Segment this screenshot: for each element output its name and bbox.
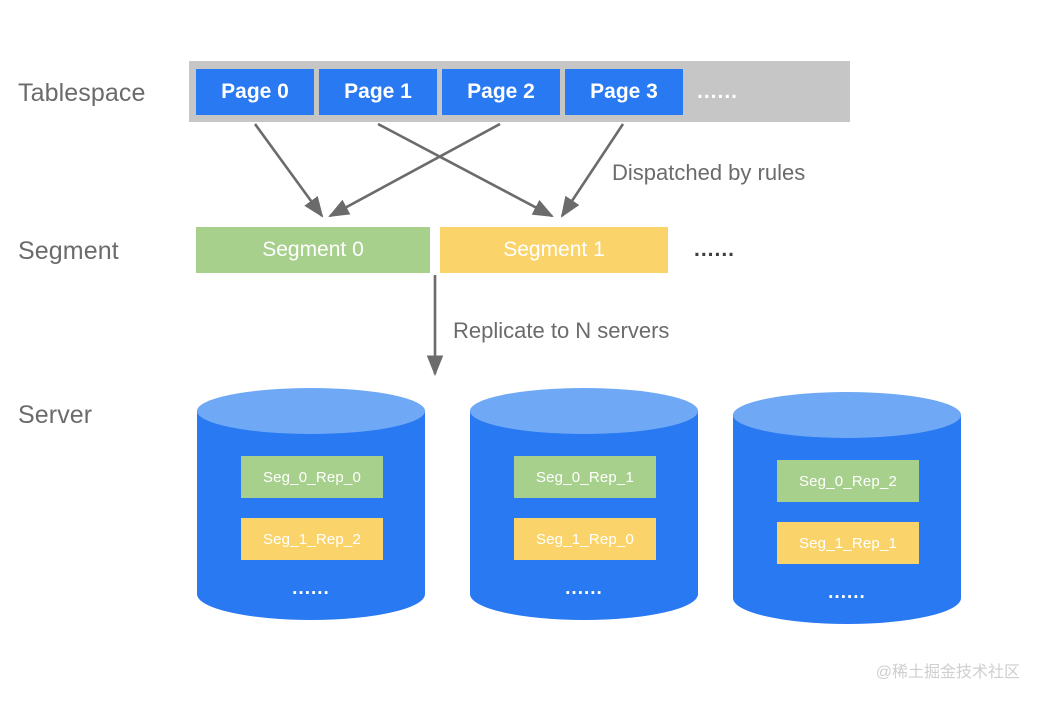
- segment-box-1[interactable]: Segment 1: [440, 227, 668, 273]
- cylinder-body: [470, 410, 698, 620]
- arrow-page0-to-segment0: [253, 123, 324, 218]
- watermark: @稀土掘金技术社区: [875, 664, 1020, 681]
- replica-chip-seg1[interactable]: Seg_1_Rep_2: [241, 518, 383, 560]
- segment-box-0[interactable]: Segment 0: [196, 227, 430, 273]
- cylinder-body: [197, 410, 425, 620]
- cylinder-top-ellipse: [733, 392, 961, 438]
- segment-ellipsis: ......: [694, 238, 736, 261]
- row-label-tablespace: Tablespace: [18, 79, 146, 107]
- cylinder-ellipsis: ......: [565, 578, 603, 599]
- server-cylinder-0[interactable]: Seg_0_Rep_0 Seg_1_Rep_2 ......: [197, 388, 425, 620]
- cylinder-top-ellipse: [197, 388, 425, 434]
- annotation-dispatched-by-rules: Dispatched by rules: [612, 160, 806, 185]
- tablespace-ellipsis: ......: [697, 80, 739, 103]
- row-label-server: Server: [18, 401, 93, 429]
- page-box-2[interactable]: Page 2: [442, 69, 560, 115]
- row-label-segment: Segment: [18, 237, 119, 265]
- cylinder-top-ellipse: [470, 388, 698, 434]
- replica-chip-seg1[interactable]: Seg_1_Rep_1: [777, 522, 919, 564]
- replica-chip-seg0[interactable]: Seg_0_Rep_0: [241, 456, 383, 498]
- page-box-3[interactable]: Page 3: [565, 69, 683, 115]
- arrow-page2-to-segment0: [328, 122, 501, 218]
- page-box-0[interactable]: Page 0: [196, 69, 314, 115]
- replica-chip-seg1[interactable]: Seg_1_Rep_0: [514, 518, 656, 560]
- arrow-page1-to-segment1: [377, 122, 554, 218]
- cylinder-body: [733, 414, 961, 624]
- cylinder-ellipsis: ......: [828, 582, 866, 603]
- replica-chip-seg0[interactable]: Seg_0_Rep_1: [514, 456, 656, 498]
- cylinder-ellipsis: ......: [292, 578, 330, 599]
- annotation-replicate-to-n-servers: Replicate to N servers: [453, 318, 670, 343]
- server-cylinder-1[interactable]: Seg_0_Rep_1 Seg_1_Rep_0 ......: [470, 388, 698, 620]
- tablespace-strip: Page 0 Page 1 Page 2 Page 3 ......: [189, 61, 850, 122]
- replica-chip-seg0[interactable]: Seg_0_Rep_2: [777, 460, 919, 502]
- page-box-1[interactable]: Page 1: [319, 69, 437, 115]
- server-cylinder-2[interactable]: Seg_0_Rep_2 Seg_1_Rep_1 ......: [733, 392, 961, 624]
